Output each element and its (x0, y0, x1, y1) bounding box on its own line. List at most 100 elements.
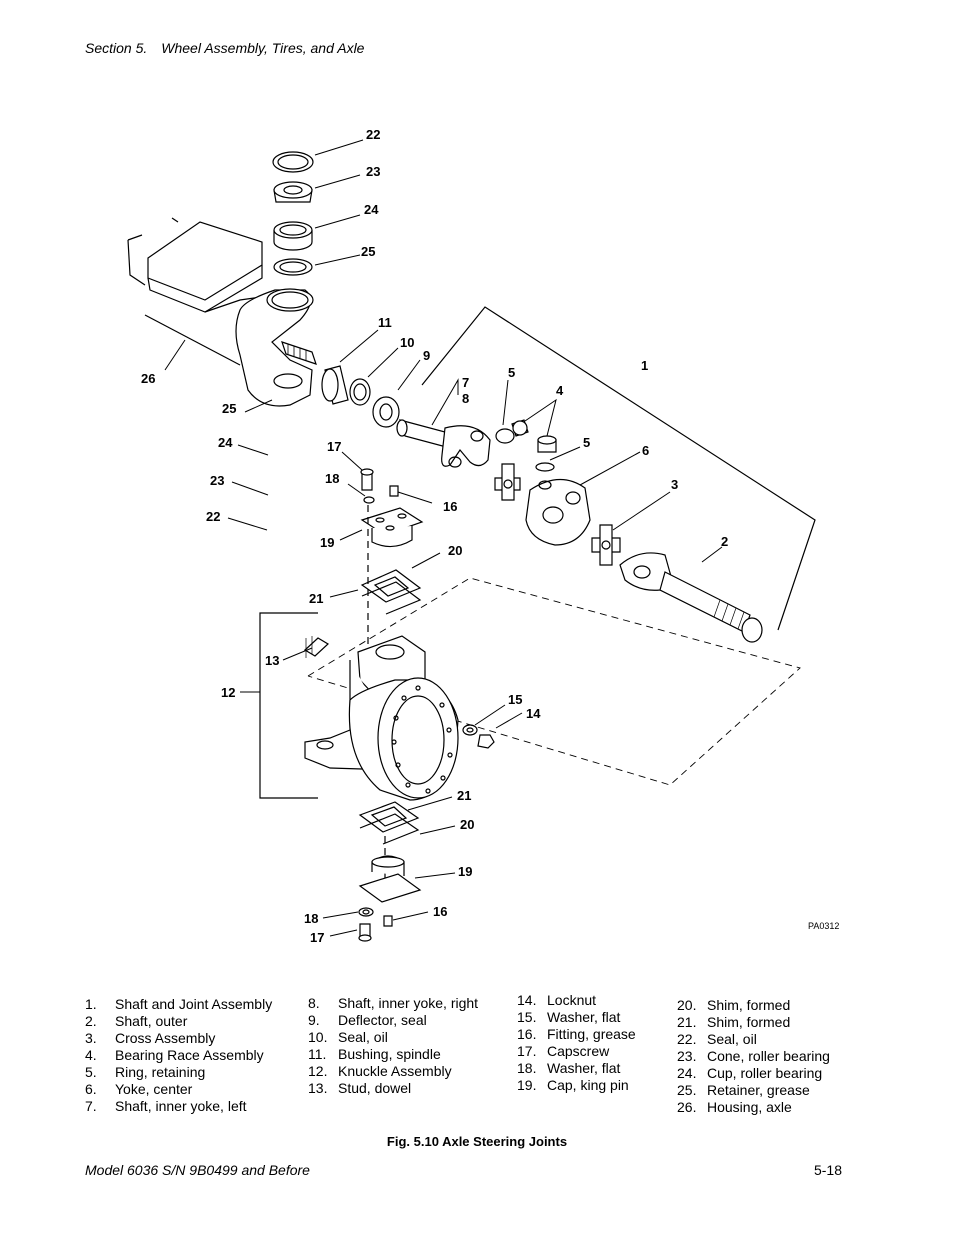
legend-item-number: 11. (308, 1046, 327, 1062)
legend-item-number: 14. (517, 992, 537, 1008)
legend-item-label: Locknut (547, 992, 597, 1008)
knuckle-assembly (304, 635, 459, 801)
legend-column-2: 8. Shaft, inner yoke, right 9. Deflector, s… (308, 995, 478, 1097)
center-lines (307, 505, 801, 880)
legend-item: 17. Capscrew (517, 1043, 636, 1060)
inner-yoke-shaft (396, 419, 491, 468)
legend-item-number: 3. (85, 1030, 97, 1046)
legend-item-number: 2. (85, 1013, 97, 1029)
callout-9: 9 (423, 348, 430, 363)
legend-item-label: Bushing, spindle (338, 1046, 441, 1062)
legend-item-number: 21. (677, 1014, 697, 1030)
legend-item-number: 15. (517, 1009, 537, 1025)
legend-item-number: 8. (308, 995, 320, 1011)
legend-item: 3. Cross Assembly (85, 1030, 272, 1047)
footer-page-number: 5-18 (813, 1162, 842, 1178)
legend-item-label: Knuckle Assembly (338, 1063, 452, 1079)
legend-item: 15. Washer, flat (517, 1009, 636, 1026)
legend-item-label: Stud, dowel (338, 1080, 412, 1096)
page-header: Section 5. Wheel Assembly, Tires, and Axl… (85, 40, 364, 56)
legend-item-label: Deflector, seal (338, 1012, 427, 1028)
legend-item-number: 26. (677, 1099, 697, 1115)
legend-item: 19.Cap, king pin (517, 1077, 636, 1094)
callout-6: 6 (642, 443, 649, 458)
legend-item-label: Washer, flat (547, 1009, 621, 1025)
legend-item-label: Housing, axle (707, 1099, 792, 1115)
legend-item: 10.Seal, oil (308, 1029, 478, 1046)
center-yoke (525, 478, 591, 546)
shaft-joint-bracket (421, 306, 816, 631)
callout-22: 22 (206, 509, 220, 524)
legend-item: 12. Knuckle Assembly (308, 1063, 478, 1080)
callout-25: 25 (361, 244, 375, 259)
figure-id: PA0312 (808, 921, 839, 931)
legend-item-number: 9. (308, 1012, 320, 1028)
callout-16: 16 (443, 499, 457, 514)
legend-item: 24.Cup, roller bearing (677, 1065, 830, 1082)
legend-item-label: Cross Assembly (115, 1030, 216, 1046)
legend-item: 21.Shim, formed (677, 1014, 830, 1031)
legend-item-label: Seal, oil (707, 1031, 757, 1047)
callout-11: 11 (378, 315, 392, 330)
legend-item-number: 17. (517, 1043, 537, 1059)
legend-item: 23. Cone, roller bearing (677, 1048, 830, 1065)
legend-item-label: Bearing Race Assembly (115, 1047, 264, 1063)
legend-item: 18. Washer, flat (517, 1060, 636, 1077)
washer-locknut (462, 724, 495, 749)
legend-item-label: Cone, roller bearing (707, 1048, 830, 1064)
legend-item: 13.Stud, dowel (308, 1080, 478, 1097)
legend-item-number: 23. (677, 1048, 697, 1064)
legend-item-label: Capscrew (547, 1043, 610, 1059)
callout-23: 23 (366, 164, 380, 179)
callout-8: 8 (462, 391, 469, 406)
legend-item-label: Seal, oil (338, 1029, 388, 1045)
legend-item: 7.Shaft, inner yoke, left (85, 1098, 272, 1115)
callout-18: 18 (304, 911, 318, 926)
legend-item-label: Shaft, inner yoke, right (338, 995, 479, 1011)
callout-18: 18 (325, 471, 339, 486)
legend-item: 16.Fitting, grease (517, 1026, 636, 1043)
leader-lines (164, 139, 723, 937)
callout-17: 17 (310, 930, 324, 945)
legend-item-label: Fitting, grease (547, 1026, 636, 1042)
callout-17: 17 (327, 439, 341, 454)
legend-item: 8. Shaft, inner yoke, right (308, 995, 478, 1012)
legend-item: 26. Housing, axle (677, 1099, 830, 1116)
legend-item: 14. Locknut (517, 992, 636, 1009)
callout-13: 13 (265, 653, 279, 668)
legend-item-label: Shim, formed (707, 997, 791, 1013)
legend-item-number: 25. (677, 1082, 697, 1098)
legend-item-number: 12. (308, 1063, 328, 1079)
spindle-seal-group (321, 365, 400, 428)
legend-item: 25.Retainer, grease (677, 1082, 830, 1099)
callout-20: 20 (460, 817, 474, 832)
kingpin-lower (358, 801, 422, 942)
legend-item: 9. Deflector, seal (308, 1012, 478, 1029)
kingpin-upper (360, 468, 424, 615)
legend-item-number: 18. (517, 1060, 537, 1076)
callout-3: 3 (671, 477, 678, 492)
callout-5: 5 (508, 365, 515, 380)
callout-14: 14 (526, 706, 541, 721)
legend-item: 2.Shaft, outer (85, 1013, 272, 1030)
legend-item-label: Washer, flat (547, 1060, 621, 1076)
callout-7: 7 (462, 375, 469, 390)
section-title: Wheel Assembly, Tires, and Axle (161, 40, 365, 56)
legend-item-number: 19. (517, 1077, 537, 1093)
callout-25: 25 (222, 401, 236, 416)
callout-22: 22 (366, 127, 380, 142)
knuckle-bracket (259, 612, 318, 799)
section-number: Section 5. (85, 40, 148, 56)
legend-item: 5.Ring, retaining (85, 1064, 272, 1081)
callout-19: 19 (320, 535, 334, 550)
callout-23: 23 (210, 473, 224, 488)
legend-item-number: 24. (677, 1065, 697, 1081)
callout-12: 12 (221, 685, 235, 700)
legend-item-label: Yoke, center (115, 1081, 193, 1097)
callout-labels: 22 23 24 25 11 10 9 7 8 5 4 5 1 26 25 24… (141, 127, 839, 945)
legend-item: 20.Shim, formed (677, 997, 830, 1014)
legend-item-label: Ring, retaining (115, 1064, 206, 1080)
retaining-rings (495, 419, 557, 472)
cross-assembly-lower (591, 524, 621, 566)
